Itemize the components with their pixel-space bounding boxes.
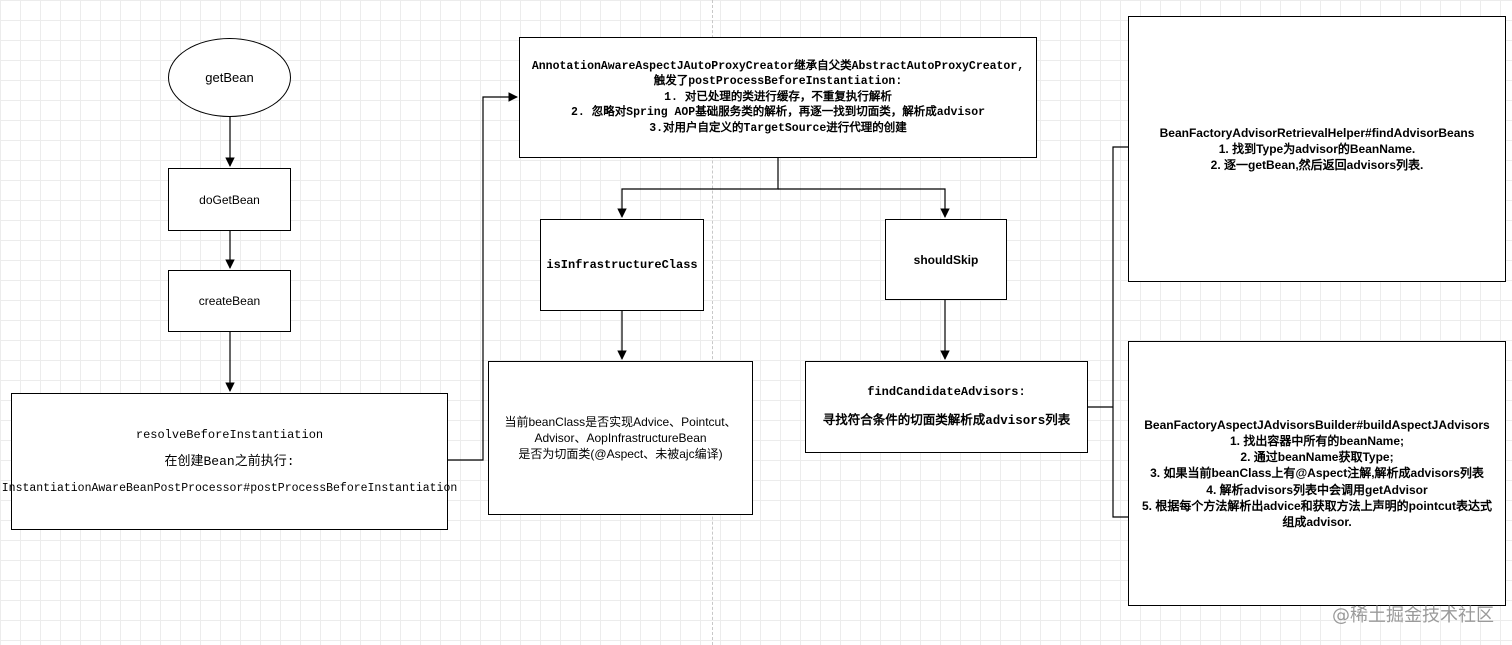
creator-line-3: 1. 对已处理的类进行缓存，不重复执行解析 [664,90,892,104]
infra-desc-line-3: 是否为切面类(@Aspect、未被ajc编译) [518,447,723,462]
shouldskip-label: shouldSkip [913,252,979,267]
resolve-title: resolveBeforeInstantiation [135,427,324,442]
page-guide-line [712,0,713,645]
aspectj-builder-line-7: 组成advisor. [1282,514,1352,529]
resolve-node: resolveBeforeInstantiation 在创建Bean之前执行: … [2,393,457,530]
creator-line-4: 2. 忽略对Spring AOP基础服务类的解析，再逐一找到切面类，解析成adv… [570,106,986,120]
getbean-label: getBean [205,70,254,85]
aspectj-builder-line-5: 4. 解析advisors列表中会调用getAdvisor [1206,482,1428,497]
aspectj-builder-line-3: 2. 通过beanName获取Type; [1240,450,1394,465]
resolve-detail: InstantiationAwareBeanPostProcessor#post… [1,481,458,495]
findcandidateadvisors-node: findCandidateAdvisors: 寻找符合条件的切面类解析成advi… [805,361,1088,453]
edge-creator-isinfra [617,158,779,218]
isinfrastructureclass-label: isInfrastructureClass [546,258,698,272]
creator-line-2: 触发了postProcessBeforeInstantiation: [653,75,903,89]
isinfrastructureclass-node: isInfrastructureClass [540,219,704,311]
aspectj-builder-line-4: 3. 如果当前beanClass上有@Aspect注解,解析成advisors列… [1150,466,1484,481]
infra-desc-line-2: Advisor、AopInfrastructureBean [534,430,707,445]
dogetbean-node: doGetBean [168,168,291,231]
createbean-node: createBean [168,270,291,332]
retrieval-helper-node: BeanFactoryAdvisorRetrievalHelper#findAd… [1128,16,1506,282]
edge-creator-shouldskip [778,188,950,218]
watermark: @稀土掘金技术社区 [1332,605,1494,626]
retrieval-helper-line-2: 1. 找到Type为advisor的BeanName. [1218,141,1416,156]
getbean-node: getBean [168,38,291,117]
infra-desc-node: 当前beanClass是否实现Advice、Pointcut、 Advisor、… [488,361,753,515]
creator-line-1: AnnotationAwareAspectJAutoProxyCreator继承… [531,59,1025,73]
retrieval-helper-line-3: 2. 逐一getBean,然后返回advisors列表. [1210,158,1424,173]
edge-resolve-creator [448,92,518,461]
brace-bracket [1112,146,1128,518]
createbean-label: createBean [198,294,261,308]
aspectj-builder-line-1: BeanFactoryAspectJAdvisorsBuilder#buildA… [1144,417,1490,432]
creator-node: AnnotationAwareAspectJAutoProxyCreator继承… [519,37,1037,158]
infra-desc-line-1: 当前beanClass是否实现Advice、Pointcut、 [504,414,737,429]
aspectj-builder-line-6: 5. 根据每个方法解析出advice和获取方法上声明的pointcut表达式 [1141,498,1493,513]
aspectj-builder-node: BeanFactoryAspectJAdvisorsBuilder#buildA… [1128,341,1506,606]
retrieval-helper-line-1: BeanFactoryAdvisorRetrievalHelper#findAd… [1159,125,1475,140]
resolve-subtitle: 在创建Bean之前执行: [164,454,295,470]
dogetbean-label: doGetBean [199,192,260,207]
shouldskip-node: shouldSkip [885,219,1007,300]
findcandidateadvisors-subtitle: 寻找符合条件的切面类解析成advisors列表 [822,413,1071,428]
aspectj-builder-line-2: 1. 找出容器中所有的beanName; [1229,434,1405,449]
findcandidateadvisors-title: findCandidateAdvisors: [867,385,1026,400]
creator-line-5: 3.对用户自定义的TargetSource进行代理的创建 [649,121,907,135]
